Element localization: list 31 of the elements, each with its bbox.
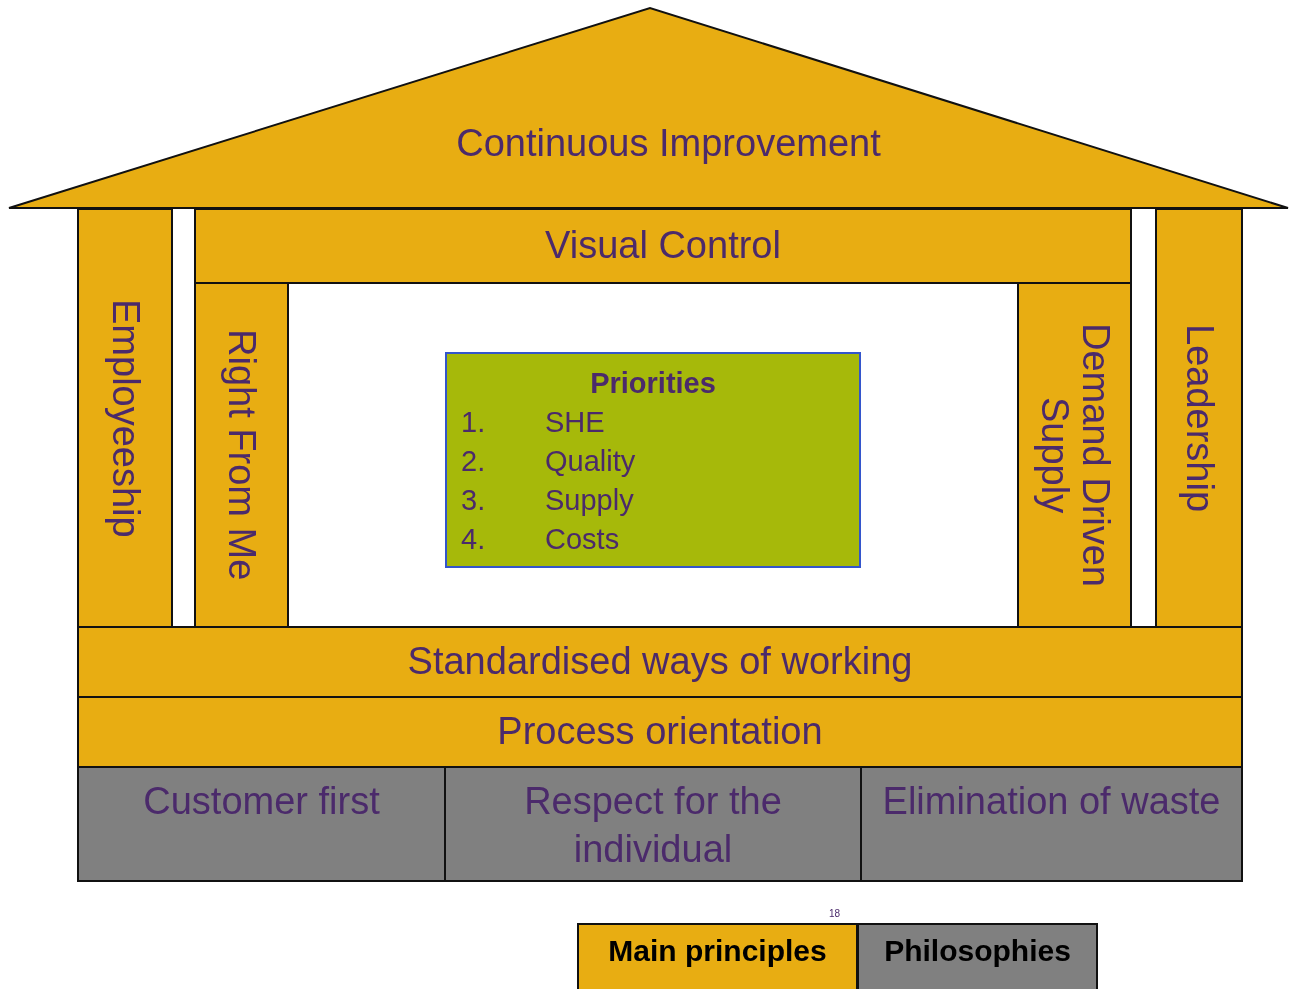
philosophy-label: Customer first bbox=[142, 779, 381, 824]
principle-label: Employeeship bbox=[104, 297, 146, 540]
legend-label: Philosophies bbox=[884, 934, 1071, 968]
pillar-box bbox=[77, 208, 173, 628]
priority-item: 1. SHE bbox=[461, 405, 605, 440]
principle-label: Visual Control bbox=[544, 223, 782, 269]
principle-label: Standardised ways of working bbox=[406, 639, 914, 685]
band-box bbox=[194, 208, 1132, 284]
priority-item: 2. Quality bbox=[461, 444, 636, 479]
page-number: 18 bbox=[829, 908, 841, 919]
roof-label: Continuous Improvement bbox=[455, 120, 882, 166]
pillar-box bbox=[1017, 282, 1132, 628]
principle-label: Right From Me bbox=[220, 328, 263, 583]
pillar-box bbox=[194, 282, 289, 628]
legend-label: Main principles bbox=[608, 934, 827, 968]
band-box bbox=[77, 696, 1243, 768]
roof-shape bbox=[8, 6, 1289, 209]
priority-item: 3. Supply bbox=[461, 483, 634, 518]
foundation-box bbox=[860, 766, 1243, 882]
foundation-box bbox=[77, 766, 446, 882]
foundation-box bbox=[444, 766, 862, 882]
principle-label: Process orientation bbox=[496, 709, 824, 755]
principle-label: Leadership bbox=[1178, 322, 1220, 514]
pillar-box bbox=[1155, 208, 1243, 628]
priorities-heading: Priorities bbox=[589, 366, 717, 401]
priority-item: 4. Costs bbox=[461, 522, 620, 557]
philosophy-label: Elimination of waste bbox=[881, 779, 1222, 824]
philosophy-label: Respect for the individual bbox=[523, 779, 783, 872]
band-box bbox=[77, 626, 1243, 698]
principle-label: Demand Driven Supply bbox=[1032, 322, 1117, 589]
priorities-box bbox=[445, 352, 861, 568]
